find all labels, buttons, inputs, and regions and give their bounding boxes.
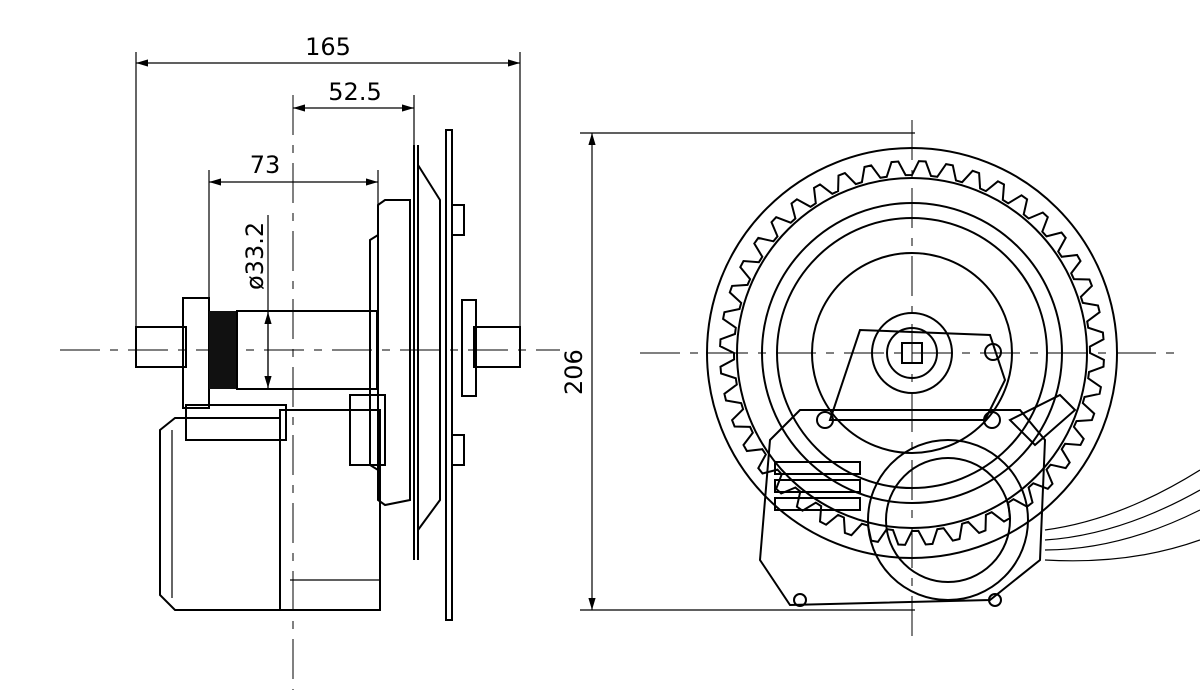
tooth-profile bbox=[719, 160, 1105, 546]
dimension-diameter: ø33.2 bbox=[241, 222, 269, 290]
side-view: 165 52.5 73 ø33.2 bbox=[60, 33, 560, 690]
chainring-outer bbox=[706, 147, 1118, 559]
dimension-165: 165 bbox=[305, 33, 351, 61]
dimension-73: 73 bbox=[250, 151, 281, 179]
chainring-teeth bbox=[719, 160, 1105, 546]
motor-cover bbox=[758, 409, 1047, 607]
dimension-206: 206 bbox=[560, 349, 588, 395]
front-view: 206 bbox=[560, 120, 1200, 640]
dimension-52-5: 52.5 bbox=[328, 78, 381, 106]
